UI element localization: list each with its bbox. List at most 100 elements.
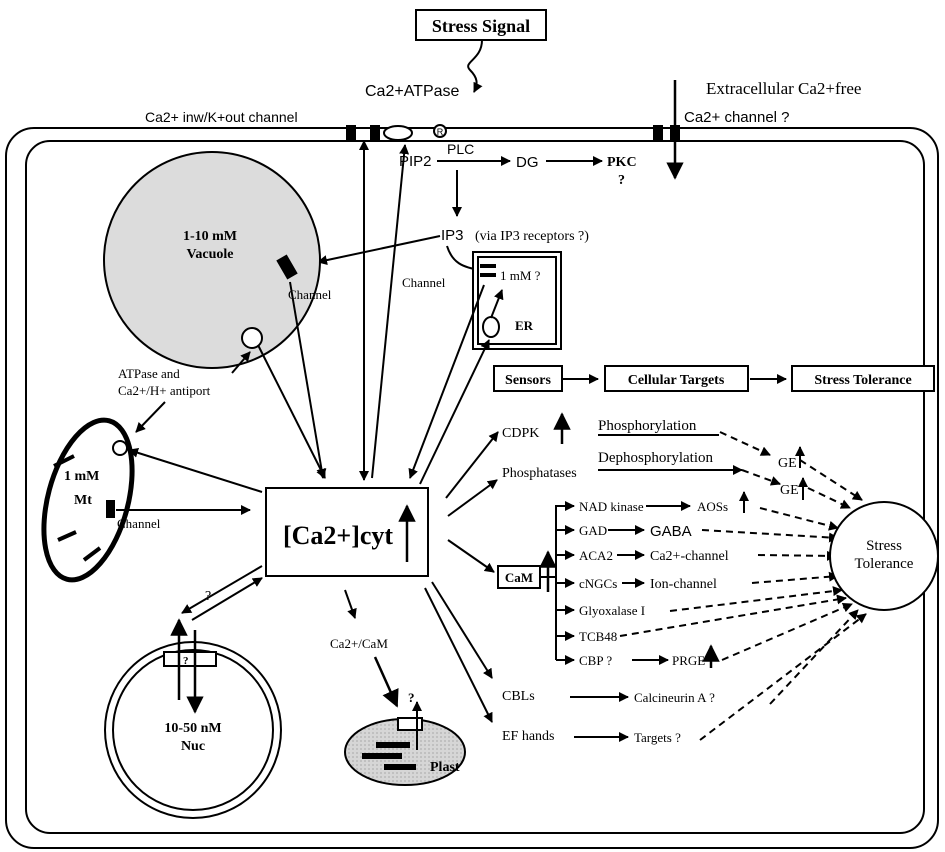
plc-label: PLC (447, 141, 474, 157)
mt-cristae-2 (57, 530, 77, 542)
mt-pump (112, 440, 128, 456)
cam-label: CaM (505, 570, 533, 585)
prge-to-tolerance (721, 602, 853, 661)
gaba-to-tolerance (701, 529, 839, 543)
pkc-question: ? (618, 173, 625, 188)
plastid-thylakoid-2 (362, 753, 402, 759)
targets-to-tolerance (699, 613, 867, 741)
er-concentration: 1 mM ? (500, 268, 541, 283)
sensors-label: Sensors (505, 373, 551, 388)
gaba-label: GABA (650, 523, 692, 540)
cacyt-to-cacam-arrow (344, 589, 357, 619)
calcineurin-to-tolerance (769, 609, 859, 705)
atpase-pump-membrane (383, 125, 413, 141)
cacyt-box (265, 487, 429, 577)
tcb48-label: TCB48 (579, 629, 617, 644)
membrane-channel-1 (346, 125, 356, 141)
extracellular-label: Extracellular Ca2+free (706, 79, 861, 98)
plastid-pore (397, 717, 423, 731)
calcineurin-label: Calcineurin A ? (634, 690, 715, 705)
pip2-label: PIP2 (399, 153, 432, 170)
cbp-label: CBP ? (579, 653, 612, 668)
er-pump (482, 316, 500, 338)
cellular-targets-box (604, 365, 749, 392)
phosphorylation-to-ge (719, 431, 771, 456)
vacuole (103, 151, 321, 369)
er-channel-2 (480, 273, 496, 277)
dg-label: DG (516, 154, 539, 171)
mt-concentration: 1 mM (64, 469, 99, 484)
cacyt-label: [Ca2+]cyt (283, 521, 393, 550)
membrane-channel-2 (370, 125, 380, 141)
cngcs-label: cNGCs (579, 576, 617, 591)
nuc-to-cacyt-arrow (191, 577, 263, 621)
glyoxalase-label: Glyoxalase I (579, 603, 645, 618)
plastid-thylakoid-1 (376, 742, 410, 748)
nuc-question: ? (205, 589, 211, 604)
ge-to-tolerance-1 (799, 459, 863, 501)
phosphorylation-label: Phosphorylation (598, 418, 697, 434)
mt-cristae-3 (82, 546, 102, 562)
cachannel-to-tolerance (757, 550, 837, 561)
stress-signal-label: Stress Signal (432, 16, 530, 36)
vacuole-channel (276, 254, 298, 280)
glyoxalase-to-tolerance (669, 586, 843, 612)
vacuole-atpase (241, 327, 263, 349)
nuclear-pore-q: ? (183, 655, 189, 667)
cacyt-to-cam-arrow (447, 539, 495, 573)
cell-wall-outer (5, 127, 939, 849)
atpase-antiport-2: Ca2+/H+ antiport (118, 383, 211, 398)
ge-label-2: GE (780, 483, 799, 498)
sensors-box (493, 365, 563, 392)
nuclear-pore (163, 651, 217, 667)
cacyt-to-cbls-arrow (431, 581, 493, 679)
plastid-thylakoid-3 (384, 764, 416, 770)
nucleus-inner (112, 649, 274, 811)
ip3-to-vacuole-arrow (317, 235, 441, 266)
ca-channel-q-label: Ca2+ channel ? (684, 109, 790, 126)
er-pump-arrow (490, 289, 504, 319)
vacuole-channel-label: Channel (288, 287, 332, 302)
mt-cristae-1 (53, 454, 75, 468)
er-channel-label: Channel (402, 275, 446, 290)
er-label: ER (515, 318, 534, 333)
stress-signal-arrow (467, 39, 483, 93)
via-ip3-label: (via IP3 receptors ?) (475, 229, 589, 244)
stress-tolerance-label-2: Tolerance (855, 556, 914, 572)
cacyt-to-cdpk-arrow (445, 431, 499, 499)
cacyt-to-er-arrow (419, 339, 490, 485)
aca2-label: ACA2 (579, 548, 613, 563)
gad-label: GAD (579, 523, 607, 538)
cacam-to-plast-arrow (373, 656, 399, 708)
ca-atpase-label: Ca2+ATPase (365, 83, 460, 100)
plast-label: Plast (430, 760, 460, 775)
ca-channel2-label: Ca2+-channel (650, 549, 729, 564)
vacuole-channel-release (289, 281, 327, 479)
plast-question: ? (408, 690, 415, 705)
cellular-targets-label: Cellular Targets (628, 373, 725, 388)
nuc-label: Nuc (181, 739, 205, 754)
er-channel (480, 264, 496, 268)
membrane-channel-3 (653, 125, 663, 141)
stress-tolerance-label-1: Stress (866, 538, 902, 554)
tcb48-to-tolerance (619, 594, 847, 637)
ion-channel-label: Ion-channel (650, 577, 717, 592)
aoss-label: AOSs (697, 499, 728, 514)
vacuole-concentration: 1-10 mM (183, 229, 237, 244)
ionchannel-to-tolerance (751, 571, 839, 584)
inw-channel-label: Ca2+ inw/K+out channel (145, 109, 298, 125)
mt-channel-label: Channel (117, 516, 161, 531)
stress-tolerance-box (791, 365, 935, 392)
pkc-label: PKC (607, 155, 637, 170)
ip3-label: IP3 (441, 227, 464, 244)
ef-hands-label: EF hands (502, 729, 555, 744)
stress-tolerance-box-label: Stress Tolerance (814, 373, 911, 388)
cell-membrane-inner (25, 140, 925, 834)
atpase-antiport-1: ATPase and (118, 366, 180, 381)
membrane-influx-line (371, 144, 410, 479)
mt-label: Mt (74, 493, 92, 508)
targets-label: Targets ? (634, 730, 681, 745)
vacuole-label: Vacuole (187, 247, 234, 262)
antiport-to-mt-arrow (135, 401, 166, 433)
